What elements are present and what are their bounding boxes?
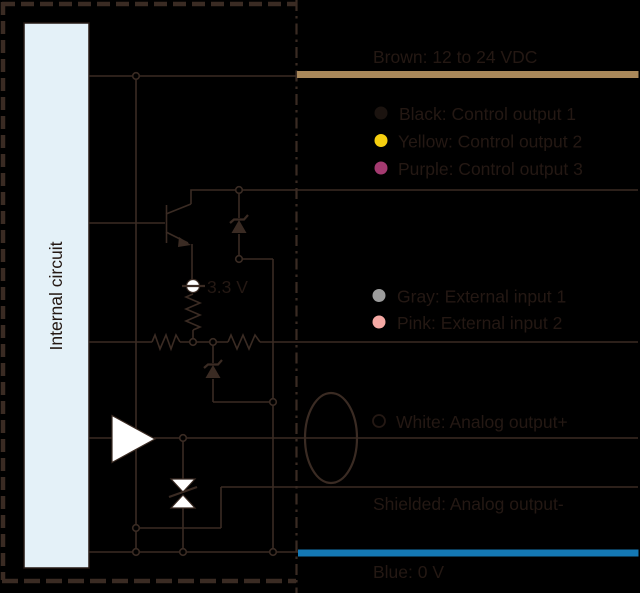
brown-wire-label: Brown: 12 to 24 VDC (373, 47, 537, 67)
sensor-outline-border (0, 1, 296, 584)
zener-diode-2 (203, 359, 223, 378)
purple-wire-label: Purple: Control output 3 (398, 159, 583, 179)
transistor-emitter-arrow (178, 237, 191, 247)
amplifier-triangle (111, 414, 157, 464)
junction-dot (178, 547, 188, 557)
bidirectional-zener-diode (168, 478, 198, 509)
junction-dot (268, 397, 278, 407)
junction-dot (268, 547, 278, 557)
junction-dot (178, 433, 188, 443)
npn-transistor (165, 205, 191, 247)
zener-1-bar (229, 214, 249, 224)
voltage-source-3v3: 3.3 V (182, 277, 248, 297)
bidirectional-zener-bottom-triangle (169, 494, 197, 509)
junction-dot (188, 337, 198, 347)
junction-dot (208, 337, 218, 347)
junction-dot (234, 254, 244, 264)
bidirectional-zener-top-triangle (169, 478, 197, 493)
zener-2-triangle (205, 365, 221, 378)
gray-wire-dot (372, 289, 386, 302)
yellow-wire-dot (374, 134, 388, 147)
pink-wire-label: Pink: External input 2 (397, 313, 562, 333)
black-wire-label: Black: Control output 1 (399, 104, 576, 124)
yellow-wire-label: Yellow: Control output 2 (398, 132, 582, 152)
zener-2-bar (203, 359, 223, 369)
blue-wire-label: Blue: 0 V (373, 562, 444, 582)
bidirectional-zener-bar (168, 485, 198, 499)
pink-wire-dot (372, 315, 386, 329)
voltage-source-label: 3.3 V (207, 277, 248, 297)
resistor-2 (227, 332, 261, 352)
resistor-3 (183, 293, 203, 331)
terminal-labels: Brown: 12 to 24 VDC Black: Control outpu… (372, 47, 583, 582)
zener-diode-1 (229, 214, 249, 233)
white-wire-label: White: Analog output+ (396, 412, 568, 432)
black-wire-dot (374, 106, 388, 120)
junction-dot (131, 523, 141, 533)
junction-dots (131, 71, 278, 557)
white-wire-marker (372, 414, 386, 428)
purple-wire-dot (374, 161, 388, 175)
internal-circuit-box (23, 22, 90, 569)
junction-dot (131, 71, 141, 81)
zener-1-triangle (231, 220, 247, 233)
internal-circuit-label: Internal circuit (46, 241, 66, 350)
resistor-1 (151, 332, 181, 352)
shielded-wire-label: Shielded: Analog output- (373, 494, 564, 514)
junction-dot (234, 185, 244, 195)
shield-ellipse (303, 391, 359, 485)
circuit-wires (89, 75, 638, 553)
gray-wire-label: Gray: External input 1 (397, 287, 566, 307)
junction-dot (131, 547, 141, 557)
